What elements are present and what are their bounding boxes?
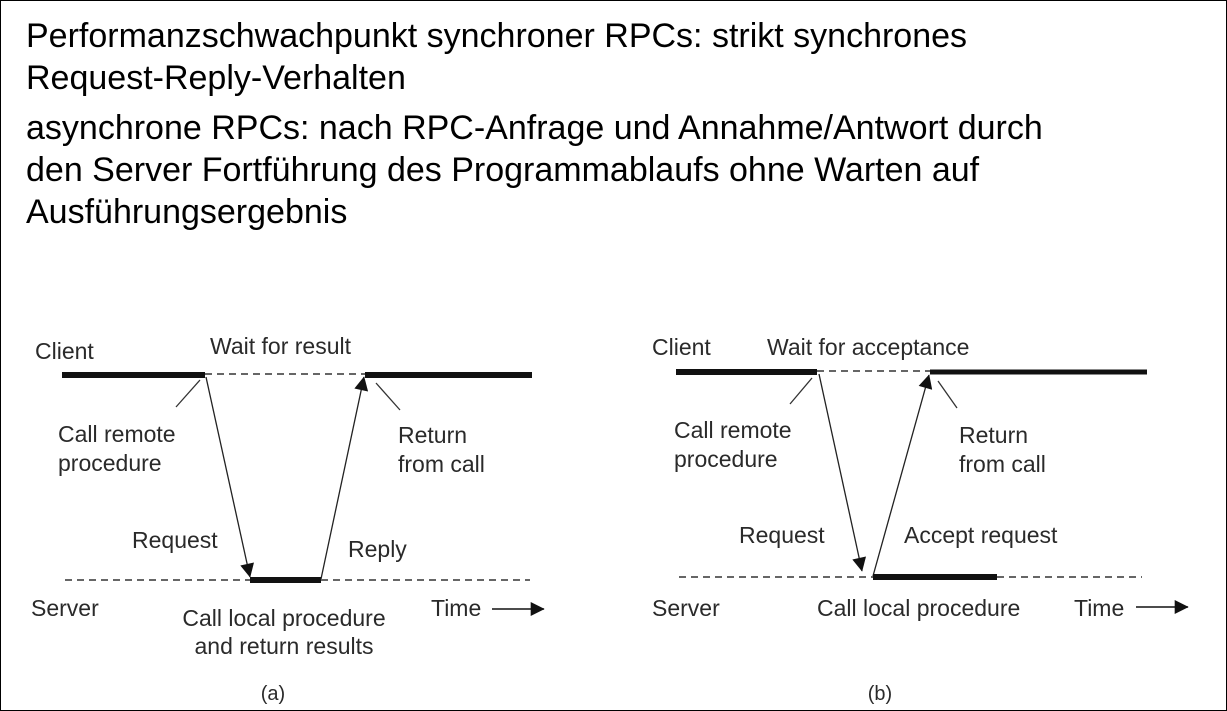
- pointer-line: [375, 382, 401, 411]
- rpc-diagram: Client Wait for result Call remote proce…: [31, 333, 1189, 705]
- wait-label: Wait for result: [210, 333, 352, 359]
- bullet-line: Performanzschwachpunkt synchroner RPCs: …: [26, 17, 968, 55]
- return-label: from call: [959, 451, 1046, 477]
- local-procedure-label: Call local procedure: [817, 595, 1020, 621]
- figure-a-sync-rpc: Client Wait for result Call remote proce…: [31, 333, 545, 705]
- return-label: Return: [398, 422, 467, 448]
- wait-label: Wait for acceptance: [767, 334, 969, 360]
- local-procedure-label: Call local procedure: [182, 605, 385, 631]
- bullet-line: den Server Fortführung des Programmablau…: [26, 151, 980, 189]
- request-arrow: [818, 373, 867, 572]
- client-label: Client: [652, 334, 711, 360]
- bullet-line: Ausführungsergebnis: [26, 193, 348, 231]
- bullet-line: Request-Reply-Verhalten: [26, 59, 406, 97]
- call-remote-label: procedure: [58, 450, 162, 476]
- caption-a: (a): [261, 683, 285, 705]
- request-label: Request: [132, 527, 218, 553]
- pointer-line: [789, 377, 813, 405]
- return-label: from call: [398, 451, 485, 477]
- bullet-line: asynchrone RPCs: nach RPC-Anfrage und An…: [26, 109, 1043, 147]
- server-label: Server: [652, 595, 720, 621]
- call-remote-label: procedure: [674, 446, 778, 472]
- figure-b-async-rpc: Client Wait for acceptance Call remote p…: [652, 334, 1189, 705]
- bullet-async-rpc: asynchrone RPCs: nach RPC-Anfrage und An…: [26, 107, 1216, 233]
- bullet-sync-rpc: Performanzschwachpunkt synchroner RPCs: …: [26, 15, 1216, 99]
- caption-b: (b): [868, 683, 892, 705]
- accept-label: Accept request: [904, 522, 1058, 548]
- local-procedure-label: and return results: [195, 633, 374, 659]
- request-arrow: [205, 376, 254, 578]
- client-label: Client: [35, 338, 94, 364]
- call-remote-label: Call remote: [674, 417, 792, 443]
- reply-label: Reply: [348, 536, 407, 562]
- call-remote-label: Call remote: [58, 421, 176, 447]
- reply-arrow: [320, 376, 369, 580]
- time-label: Time: [431, 595, 481, 621]
- accept-arrow: [872, 374, 933, 577]
- server-label: Server: [31, 595, 99, 621]
- pointer-line: [175, 379, 201, 408]
- slide-text: Performanzschwachpunkt synchroner RPCs: …: [26, 15, 1216, 241]
- time-label: Time: [1074, 595, 1124, 621]
- pointer-line: [937, 380, 958, 409]
- return-label: Return: [959, 422, 1028, 448]
- request-label: Request: [739, 522, 825, 548]
